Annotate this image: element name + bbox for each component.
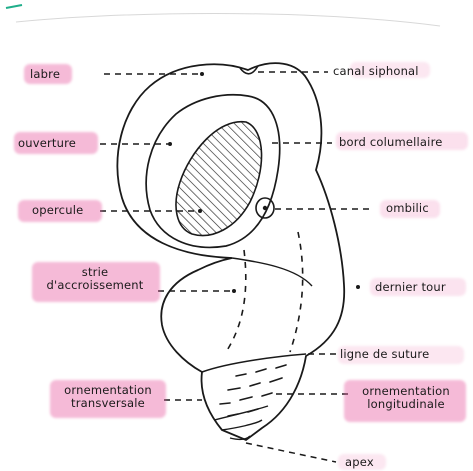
label-ouverture: ouverture [18,137,76,150]
suture-line [202,354,306,372]
umbilicus-dot [263,206,267,210]
label-orn-longitudinale: ornementation longitudinale [350,385,462,411]
label-labre: labre [30,68,60,81]
label-strie: strie d'accroissement [34,266,156,292]
label-orn-longitudinale-line2: longitudinale [350,398,462,411]
label-opercule: opercule [32,204,83,217]
operculum [176,122,262,236]
label-bord-columellaire: bord columellaire [339,136,443,149]
apex-whorl-2 [222,420,262,430]
apex-whorl-1 [214,406,268,420]
label-orn-transversale-line2: transversale [52,397,164,410]
label-strie-line2: d'accroissement [34,279,156,292]
label-dernier-tour: dernier tour [375,281,446,294]
growth-line-2 [290,232,303,352]
growth-line-1 [226,250,246,352]
label-orn-transversale: ornementation transversale [52,384,164,410]
label-ligne-de-suture: ligne de suture [340,348,429,361]
spire-ornamentation [220,365,286,416]
leader-apex [246,443,336,462]
label-apex: apex [345,456,374,469]
corner-mark [6,5,22,8]
whorl-curve [232,258,312,286]
label-canal-siphonal: canal siphonal [333,65,419,78]
label-ombilic: ombilic [386,202,429,215]
paper-edge [16,14,440,27]
